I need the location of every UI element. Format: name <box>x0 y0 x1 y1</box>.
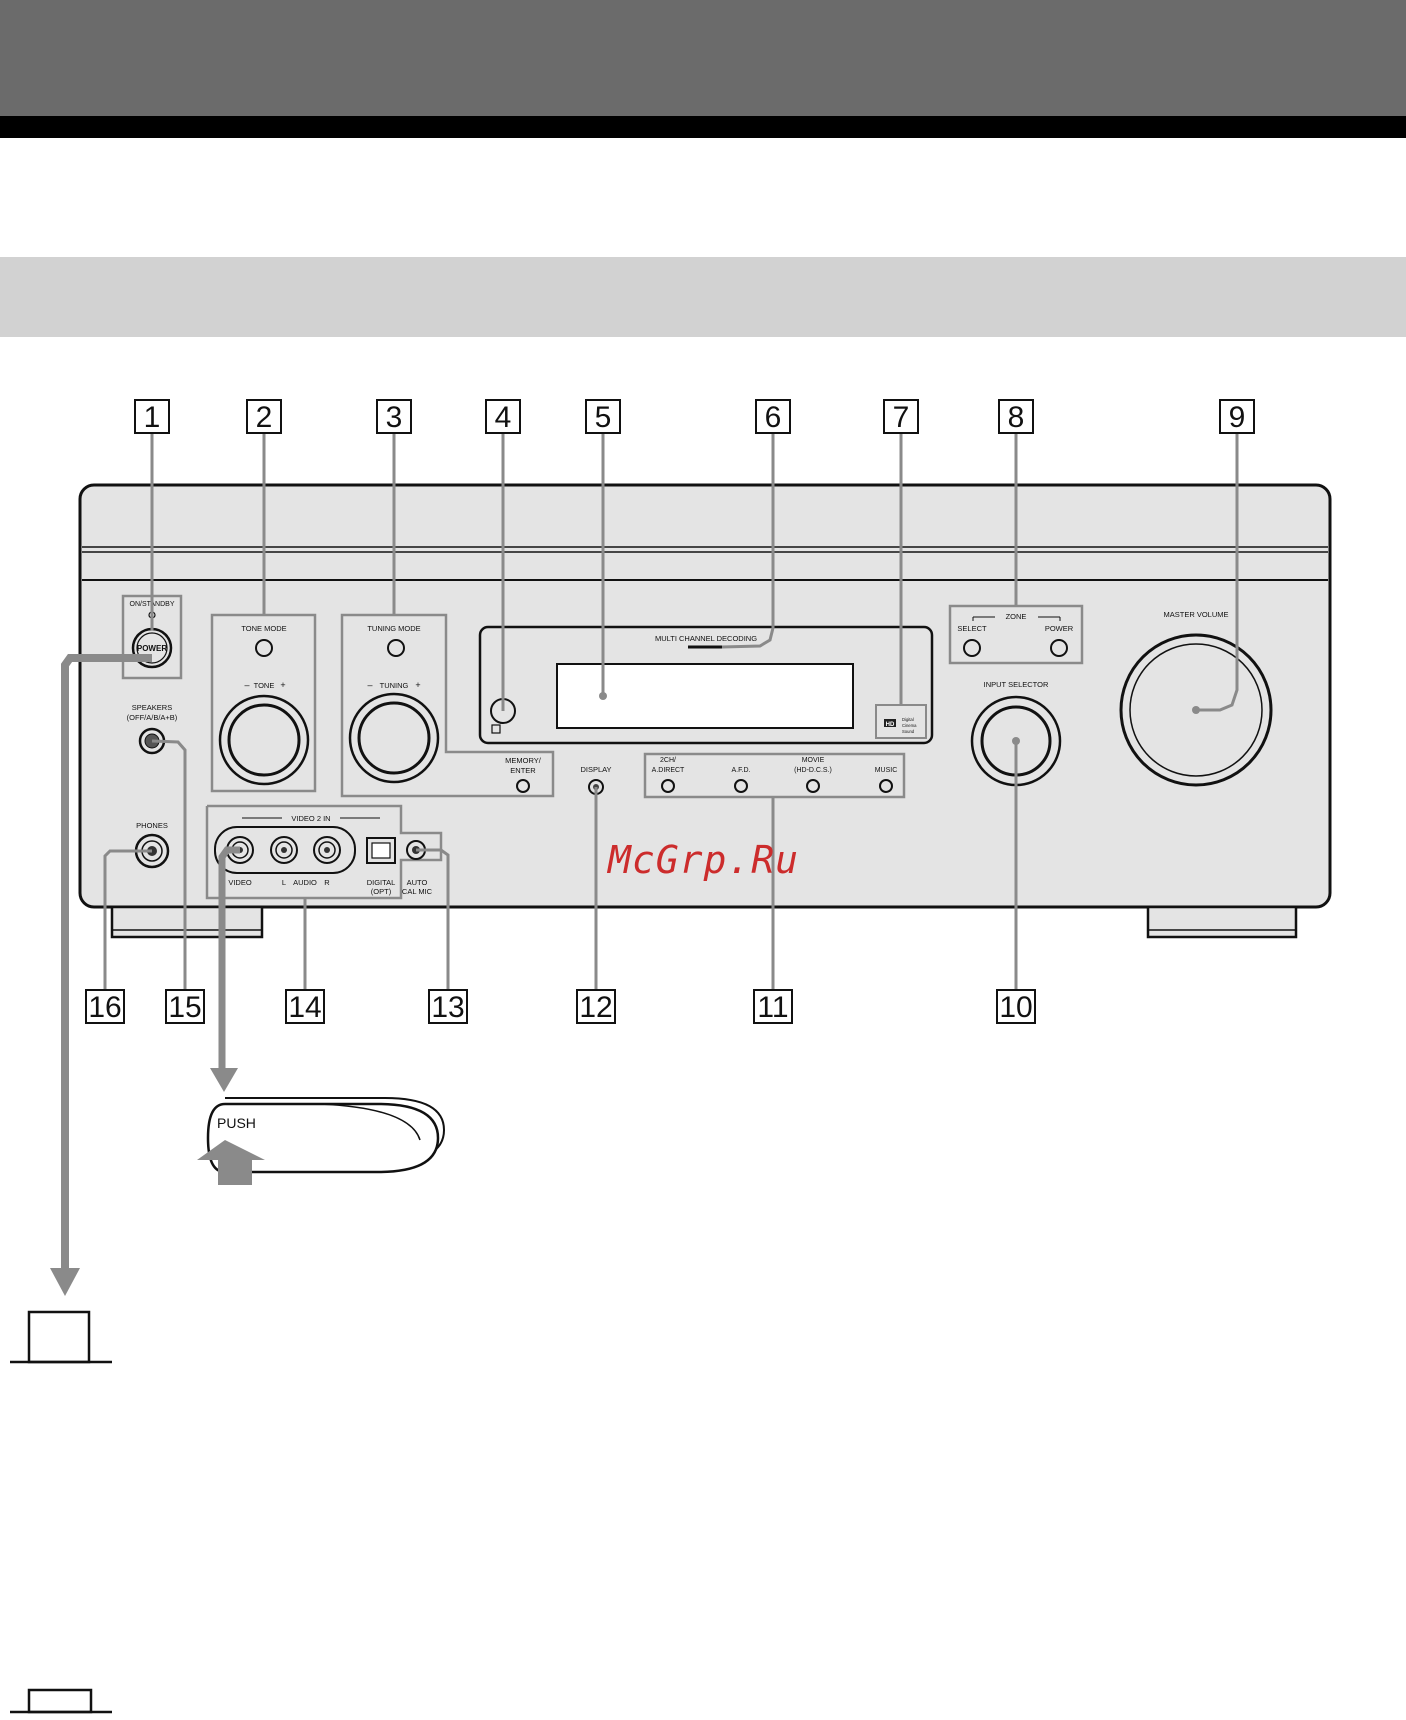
zone-label: ZONE <box>1006 612 1027 621</box>
movie-button[interactable] <box>806 779 820 793</box>
multi-channel-decoding-label: MULTI CHANNEL DECODING <box>655 634 757 643</box>
music-label: MUSIC <box>875 767 898 774</box>
callout-leaders-bottom <box>103 739 1018 990</box>
callout-1: 1 <box>144 401 161 434</box>
callout-11: 11 <box>757 991 788 1024</box>
callout-boxes-top <box>134 399 1255 434</box>
afd-label: A.F.D. <box>731 767 750 774</box>
hd-dcs-logo: HD Digital Cinema Sound <box>875 704 927 739</box>
tuning-mode-label: TUNING MODE <box>367 624 420 633</box>
tuning-section: TUNING MODE – TUNING + MEMORY/ ENTER <box>340 613 555 798</box>
zone-power-button[interactable] <box>1050 639 1068 657</box>
digital-opt-jack[interactable] <box>366 837 396 864</box>
section-marker-icon <box>10 1688 112 1714</box>
callout-14: 14 <box>288 991 321 1024</box>
tuning-plus-label: + <box>415 680 420 690</box>
push-cover-illustration: PUSH <box>197 1097 446 1185</box>
digital-label: DIGITAL <box>367 878 396 887</box>
afd-button[interactable] <box>734 779 748 793</box>
tuning-label: TUNING <box>380 681 409 690</box>
hd-logo-line1: Digital <box>902 717 914 722</box>
tone-plus-label: + <box>280 680 285 690</box>
display-window: MULTI CHANNEL DECODING HD Digital Cinema… <box>478 625 934 745</box>
memory-enter-label: MEMORY/ <box>505 756 542 765</box>
audio-l-jack[interactable] <box>270 836 298 864</box>
tone-section: TONE MODE – TONE + <box>210 613 317 793</box>
two-ch-a-direct-button[interactable] <box>661 779 675 793</box>
remote-sensor-mark-icon <box>491 724 501 734</box>
tone-mode-label: TONE MODE <box>241 624 286 633</box>
outlet-symbol-icon <box>10 1310 112 1364</box>
power-arrow <box>50 654 152 1296</box>
tone-knob[interactable] <box>218 694 310 786</box>
power-button-label: POWER <box>137 644 167 653</box>
memory-enter-button[interactable] <box>516 779 530 793</box>
tuning-minus-label: – <box>367 680 372 690</box>
callout-6: 6 <box>765 401 782 434</box>
master-volume-label: MASTER VOLUME <box>1163 610 1228 619</box>
video-jack-arrow <box>210 846 240 1092</box>
cal-mic-label: CAL MIC <box>402 887 433 896</box>
movie-label: MOVIE <box>802 757 825 764</box>
section-band <box>0 257 1406 337</box>
zone-section: ZONE SELECT POWER <box>948 604 1084 665</box>
audio-r-label: R <box>324 878 330 887</box>
callout-numbers-bottom: 16 15 14 13 12 11 10 <box>88 991 1032 1024</box>
music-button[interactable] <box>879 779 893 793</box>
video-label: VIDEO <box>228 878 252 887</box>
push-label: PUSH <box>217 1115 256 1131</box>
speakers-modes-label: (OFF/A/B/A+B) <box>127 713 178 722</box>
hd-logo-line2: Cinema <box>902 723 917 728</box>
audio-label: AUDIO <box>293 878 317 887</box>
phones-label: PHONES <box>136 821 168 830</box>
hd-logo-line3: Sound <box>902 729 915 734</box>
tuning-mode-button[interactable] <box>387 639 405 657</box>
callout-9: 9 <box>1229 401 1246 434</box>
callout-3: 3 <box>386 401 403 434</box>
hd-dcs-label: (HD-D.C.S.) <box>794 767 832 774</box>
callout-12: 12 <box>579 991 612 1024</box>
callout-7: 7 <box>893 401 910 434</box>
input-selector-label: INPUT SELECTOR <box>984 680 1049 689</box>
zone-select-label: SELECT <box>957 624 987 633</box>
tone-mode-button[interactable] <box>255 639 273 657</box>
tuning-knob[interactable] <box>348 692 440 784</box>
header-band <box>0 0 1406 116</box>
callout-8: 8 <box>1008 401 1025 434</box>
callout-15: 15 <box>168 991 201 1024</box>
audio-r-jack[interactable] <box>313 836 341 864</box>
sound-field-section: 2CH/ A.DIRECT A.F.D. MOVIE (HD-D.C.S.) M… <box>643 752 906 799</box>
callout-10: 10 <box>999 991 1032 1024</box>
hd-logo-text: HD <box>886 722 895 728</box>
callout-5: 5 <box>595 401 612 434</box>
video2-in-label: VIDEO 2 IN <box>291 814 330 823</box>
watermark: McGrp.Ru <box>608 838 800 882</box>
callout-16: 16 <box>88 991 121 1024</box>
callout-numbers-top: 1 2 3 4 5 6 7 8 9 <box>144 401 1246 434</box>
audio-l-label: L <box>282 878 286 887</box>
callout-boxes-bottom <box>85 989 1036 1024</box>
auto-label: AUTO <box>407 878 428 887</box>
callout-2: 2 <box>256 401 273 434</box>
tone-minus-label: – <box>244 680 249 690</box>
opt-label: (OPT) <box>371 887 392 896</box>
zone-select-button[interactable] <box>963 639 981 657</box>
callout-13: 13 <box>431 991 464 1024</box>
callout-leaders-top <box>150 433 1239 712</box>
memory-enter-label-2: ENTER <box>510 766 536 775</box>
callout-4: 4 <box>495 401 512 434</box>
speakers-label: SPEAKERS <box>132 703 172 712</box>
tone-label: TONE <box>254 681 275 690</box>
a-direct-label: A.DIRECT <box>652 767 685 774</box>
push-up-arrow-icon <box>197 1140 265 1185</box>
header-rule <box>0 116 1406 138</box>
display-label: DISPLAY <box>580 765 611 774</box>
two-ch-label: 2CH/ <box>660 757 676 764</box>
zone-power-label: POWER <box>1045 624 1074 633</box>
